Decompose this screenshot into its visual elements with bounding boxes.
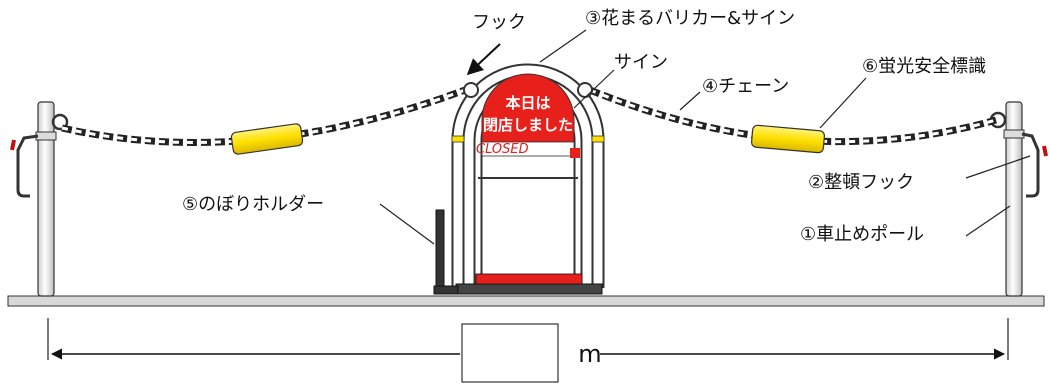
- label-barricade: ③花まるバリカー&サイン: [585, 8, 795, 29]
- dimension-unit: m: [578, 340, 601, 368]
- label-chain: ④チェーン: [702, 76, 789, 97]
- dimension-box: [461, 323, 559, 383]
- signboard: 本日は 閉店しました CLOSED: [476, 73, 580, 158]
- sign-line-2: 閉店しました: [483, 116, 573, 134]
- leader-barricade: [539, 29, 587, 63]
- label-storage-hook: ②整頓フック: [808, 172, 914, 193]
- banner-holder: [433, 209, 459, 295]
- label-hook: フック: [472, 12, 526, 33]
- right-storage-hook: [1021, 132, 1040, 198]
- hook-arrow: [466, 43, 501, 76]
- left-pole: [35, 101, 69, 297]
- label-sign: サイン: [614, 52, 668, 73]
- leader-banner-holder: [379, 203, 435, 245]
- barricade-base: [455, 283, 603, 295]
- ground-slab: [7, 295, 1045, 307]
- left-storage-hook: [16, 134, 39, 198]
- label-safety-mark: ⑥蛍光安全標識: [862, 56, 986, 77]
- leader-storage-hook: [965, 155, 1031, 179]
- sign-closed-text: CLOSED: [476, 142, 529, 157]
- leader-sign: [573, 69, 615, 109]
- dimension-line: m: [47, 318, 1009, 383]
- label-banner-holder: ⑤のぼりホルダー: [182, 194, 324, 215]
- right-pole: [989, 101, 1025, 297]
- barricade-arch: [451, 63, 605, 288]
- sign-line-1: 本日は: [505, 94, 550, 112]
- safety-marker-left: [230, 123, 304, 155]
- base-red-mat: [475, 273, 583, 285]
- leader-chain: [679, 91, 701, 111]
- safety-marker-right: [750, 124, 826, 154]
- leader-pole: [965, 205, 1011, 237]
- label-pole: ①車止めポール: [800, 224, 924, 245]
- leader-safety-mark: [819, 77, 867, 129]
